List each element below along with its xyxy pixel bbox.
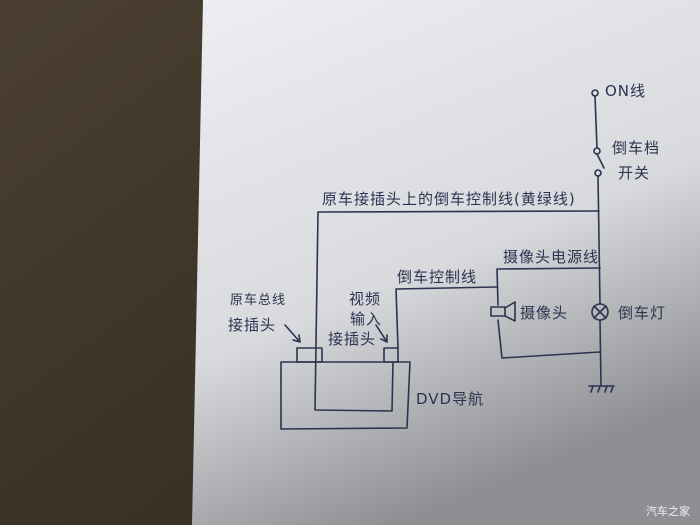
label-reverse-switch-2: 开关 [618, 164, 651, 182]
label-video-input-2: 输入 [350, 310, 383, 328]
original-control-wire [314, 210, 600, 412]
on-wire [594, 95, 598, 149]
camera-loop-wire [496, 267, 601, 359]
label-reverse-control-wire: 倒车控制线 [397, 268, 478, 286]
label-video-input-3: 接插头 [328, 330, 377, 348]
label-dvd-nav: DVD导航 [416, 390, 485, 408]
label-camera: 摄像头 [520, 304, 569, 322]
label-reverse-lamp: 倒车灯 [618, 304, 667, 322]
arrow-video-connector [375, 324, 388, 343]
lamp-icon [591, 303, 609, 321]
video-input-connector [383, 347, 399, 363]
label-original-control-wire: 原车接插头上的倒车控制线(黄绿线) [322, 190, 576, 208]
camera-lens-icon [504, 301, 516, 322]
label-video-input-1: 视频 [349, 290, 382, 308]
camera-body-icon [490, 306, 506, 317]
reverse-switch-blade [596, 153, 605, 169]
arrow-bus-connector [284, 324, 301, 343]
label-on-wire: ON线 [605, 82, 647, 100]
paper-sheet [192, 0, 700, 525]
label-bus-connector-1: 原车总线 [230, 293, 287, 308]
watermark: 汽车之家 [646, 505, 690, 518]
label-camera-power-wire: 摄像头电源线 [503, 248, 600, 266]
bus-connector [296, 347, 323, 363]
ground-icon [588, 385, 615, 393]
circuit-diagram [280, 89, 615, 430]
label-reverse-switch-1: 倒车档 [612, 139, 661, 157]
label-bus-connector-2: 接插头 [228, 316, 277, 334]
lamp-cross [593, 305, 607, 319]
reverse-control-wire [395, 286, 498, 349]
dvd-nav-box [280, 361, 411, 430]
